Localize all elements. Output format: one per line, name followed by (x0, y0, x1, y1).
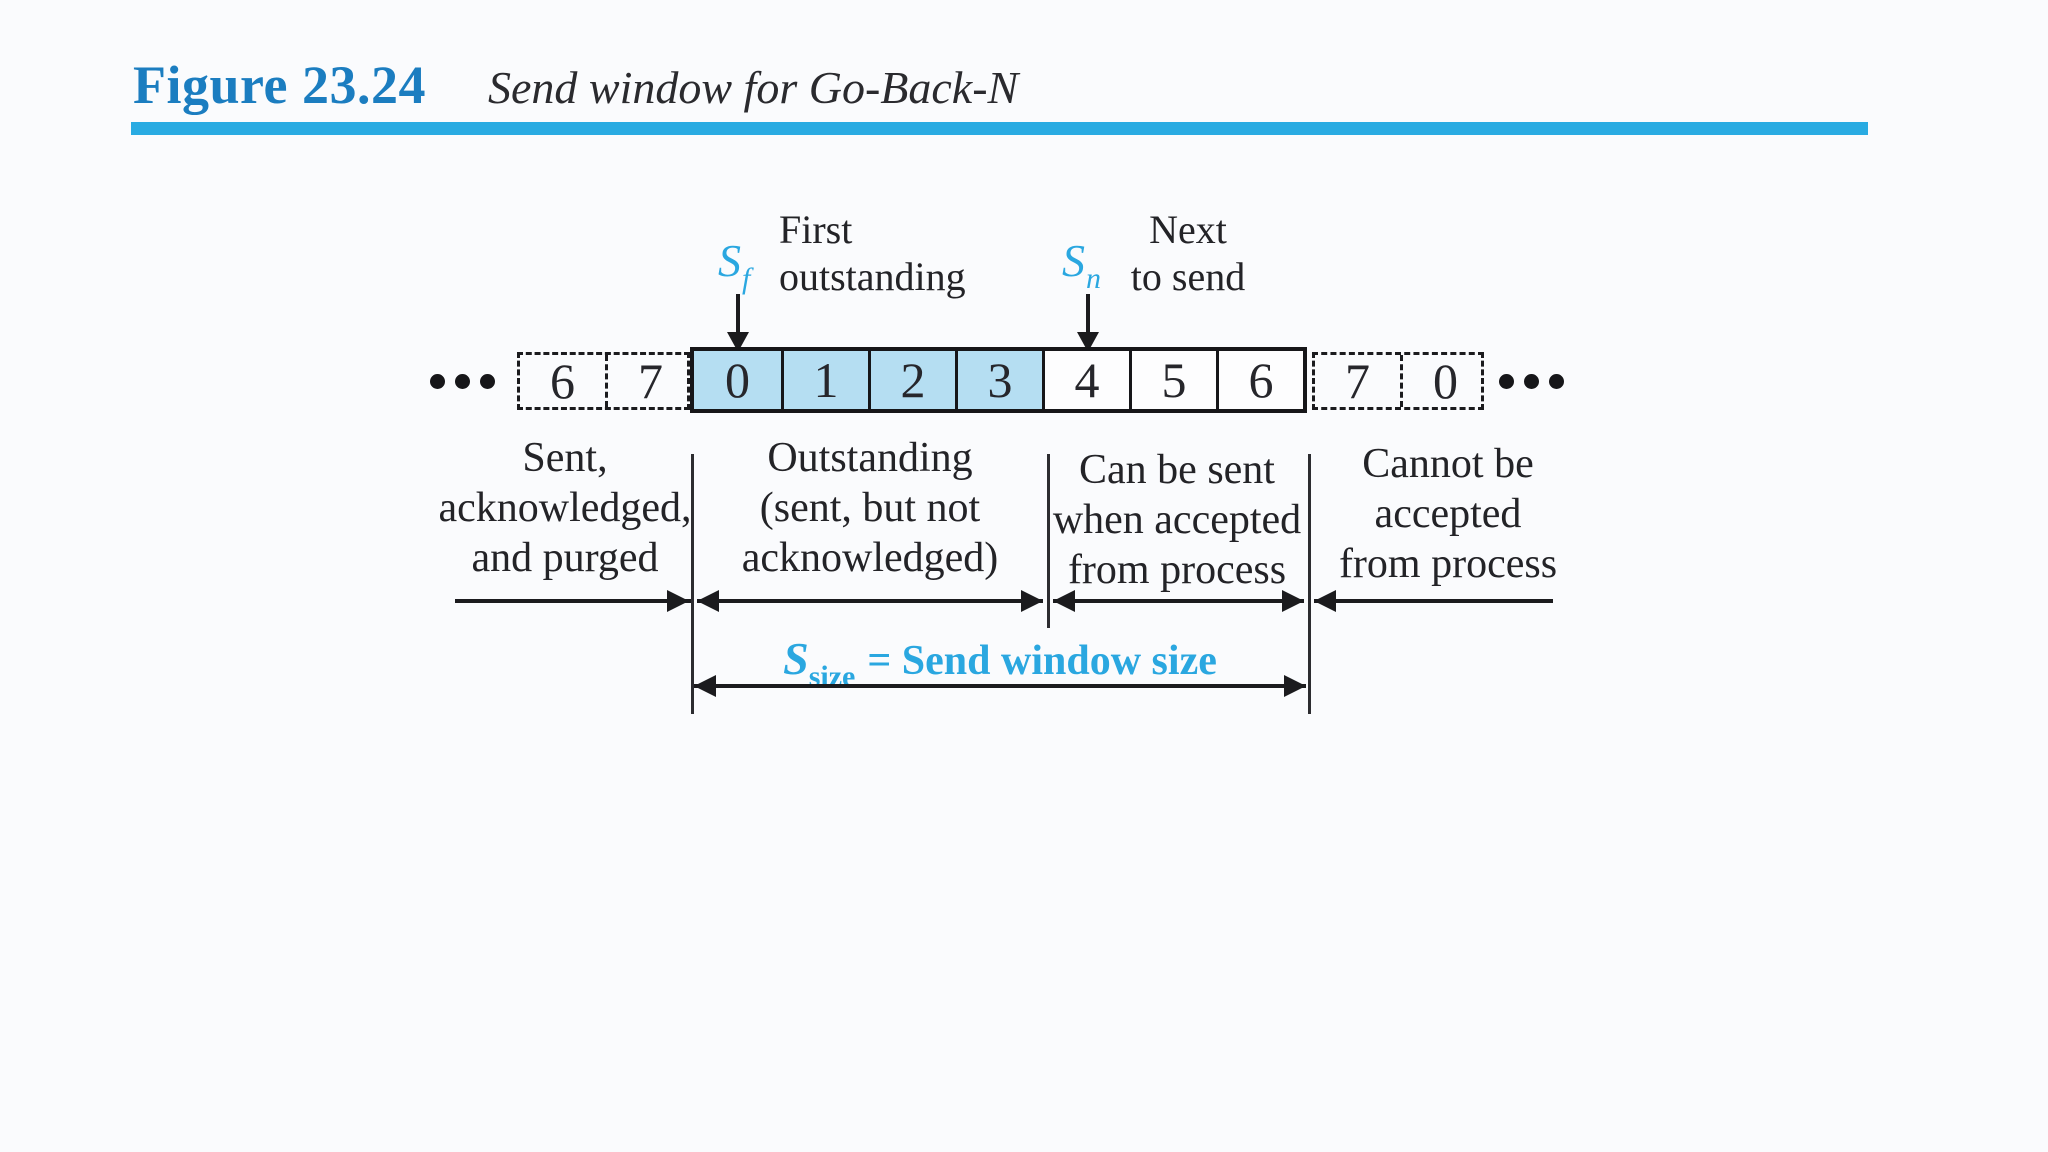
sf-marker: Sf (718, 238, 750, 302)
region-line: Cannot be (1362, 441, 1534, 487)
sn-symbol: S (1062, 235, 1085, 286)
region-line: from process (1067, 547, 1287, 593)
region-line: accepted (1374, 491, 1522, 537)
region-line: from process (1338, 541, 1558, 587)
left-ellipsis-icon (430, 374, 495, 389)
sequence-cell-4: 4 (1042, 351, 1129, 409)
arrow-left-head-icon (694, 675, 716, 697)
region-line: Outstanding (767, 435, 973, 481)
region-line: and purged (471, 535, 659, 581)
sequence-cell-5: 5 (1129, 351, 1216, 409)
sn-label-line2: to send (1130, 254, 1246, 299)
ellipsis-dot-icon (480, 374, 495, 389)
sf-label-line1: First (779, 207, 853, 252)
ellipsis-dot-icon (1499, 374, 1514, 389)
sequence-cell-0: 0 (1400, 353, 1488, 409)
ssize-text: = Send window size (867, 638, 1217, 684)
arrow-left-head-icon (1314, 590, 1336, 612)
sequence-cell-1: 1 (781, 351, 868, 409)
sequence-cell-2: 2 (868, 351, 955, 409)
ellipsis-dot-icon (1524, 374, 1539, 389)
sequence-cell-7: 7 (1345, 353, 1370, 409)
sf-label-line2: outstanding (779, 254, 966, 299)
region-label-outstanding: Outstanding (sent, but not acknowledged) (700, 433, 1040, 583)
ssize-symbol: S (783, 633, 809, 684)
sf-label: First outstanding (779, 206, 966, 300)
divider-window-right (1308, 454, 1311, 714)
sn-label: Next to send (1118, 206, 1258, 300)
ellipsis-dot-icon (1549, 374, 1564, 389)
ssize-subscript: size (808, 660, 856, 693)
region-line: Can be sent (1079, 447, 1275, 493)
sf-subscript: f (742, 262, 751, 295)
sequence-cell-6: 6 (1216, 351, 1303, 409)
divider-window-left (691, 454, 694, 714)
ellipsis-dot-icon (455, 374, 470, 389)
region-label-sent-acknowledged: Sent, acknowledged, and purged (420, 433, 710, 583)
sf-symbol: S (718, 235, 741, 286)
ellipsis-dot-icon (430, 374, 445, 389)
sequence-cell-0: 0 (694, 351, 781, 409)
sf-arrow-stem (736, 294, 740, 334)
arrow-right-head-icon (1021, 590, 1043, 612)
arrow-outstanding-region (697, 599, 1043, 603)
arrow-right-head-icon (667, 590, 689, 612)
region-line: Sent, (522, 435, 608, 481)
arrow-right-head-icon (1282, 590, 1304, 612)
arrow-cannot-region (1314, 599, 1553, 603)
sequence-cell-7: 7 (605, 353, 693, 409)
region-label-can-be-sent: Can be sent when accepted from process (1012, 445, 1342, 595)
sequence-cell-6: 6 (550, 353, 575, 409)
sn-subscript: n (1086, 262, 1101, 295)
figure-label: Figure 23.24 (133, 55, 426, 115)
arrow-right-head-icon (1284, 675, 1306, 697)
region-line: acknowledged) (741, 535, 999, 581)
region-line: (sent, but not (759, 485, 981, 531)
arrow-sent-region (455, 599, 691, 603)
send-window-size-label: Ssize = Send window size (700, 632, 1300, 694)
sequence-cell-3: 3 (955, 351, 1042, 409)
figure-caption: Figure 23.24 Send window for Go-Back-N (133, 54, 1018, 116)
caption-rule (131, 122, 1868, 135)
sn-marker: Sn (1062, 238, 1101, 302)
arrow-can-be-sent-region (1053, 599, 1304, 603)
right-ellipsis-icon (1499, 374, 1564, 389)
region-label-cannot-be-accepted: Cannot be accepted from process (1290, 439, 1606, 589)
figure-title: Send window for Go-Back-N (487, 62, 1019, 113)
arrow-left-head-icon (1053, 590, 1075, 612)
region-line: acknowledged, (438, 485, 692, 531)
sn-arrow-stem (1086, 294, 1090, 334)
region-line: when accepted (1052, 497, 1302, 543)
arrow-left-head-icon (697, 590, 719, 612)
divider-sn-boundary (1047, 454, 1050, 628)
arrow-send-window-size (694, 684, 1306, 688)
sn-label-line1: Next (1149, 207, 1227, 252)
